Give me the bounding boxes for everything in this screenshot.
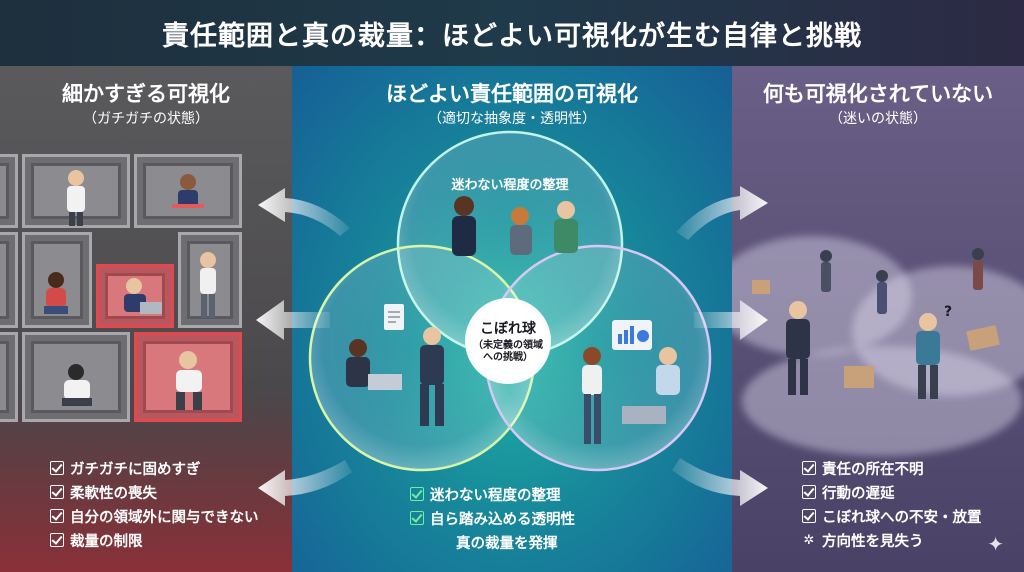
document-icon (384, 304, 404, 330)
arrow-left-icon (256, 300, 330, 340)
sparkle-icon: ✲ (803, 532, 815, 548)
core-title: こぼれ球 (480, 321, 536, 337)
right-panel-title: 何も可視化されていない (762, 82, 994, 106)
red-glow (0, 392, 292, 572)
spillover-ball-core: こぼれ球 （未定義の領域への挑戦） (465, 298, 551, 384)
distant-figure (820, 250, 832, 292)
frustrated-man (176, 351, 202, 410)
list-item: こぼれ球への不安・放置 (802, 504, 982, 528)
check-icon (50, 461, 64, 475)
list-item: 行動の遅延 (802, 480, 982, 504)
box-cell (0, 232, 18, 328)
center-panel-title: ほどよい責任範囲の可視化 (386, 82, 638, 106)
sparkle-icon: ✦ (987, 532, 1004, 556)
list-item: 柔軟性の喪失 (50, 480, 259, 504)
top-circle-label: 迷わない程度の整理 (451, 178, 569, 193)
crouching-man (62, 364, 92, 406)
laptop-person (172, 174, 204, 208)
question-mark-icon: ? (944, 304, 952, 320)
check-icon (410, 511, 424, 525)
distant-figure (972, 248, 984, 290)
thinking-man: ? (916, 304, 952, 399)
lost-workers-illustration: ? (752, 248, 1000, 399)
confused-woman (200, 252, 216, 318)
laptop-man (124, 278, 162, 314)
right-panel-no-visibility: 何も可視化されていない （迷いの状態） ? 責任の所在不明 行動の遅延 こ (732, 66, 1024, 572)
center-panel-subtitle: （適切な抽象度・透明性） (428, 111, 596, 127)
right-panel-subtitle: （迷いの状態） (829, 111, 927, 127)
chart-icon (612, 320, 652, 350)
list-item: 責任の所在不明 (802, 456, 982, 480)
scattered-boxes (752, 280, 1000, 388)
list-item: 自ら踏み込める透明性 (410, 506, 575, 530)
boxed-workers-illustration (44, 170, 216, 410)
core-subtitle: （未定義の領域への挑戦） (473, 340, 543, 363)
desk-worker (622, 347, 680, 424)
stressed-person (67, 170, 85, 226)
walking-man (420, 327, 444, 426)
box-cell (0, 154, 18, 228)
check-icon (802, 461, 816, 475)
check-icon (50, 533, 64, 547)
list-item: 裁量の制限 (50, 528, 259, 552)
page-title: 責任範囲と真の裁量：ほどよい可視化が生む自律と挑戦 (162, 20, 862, 52)
left-item-list: ガチガチに固めすぎ 柔軟性の喪失 自分の領域外に関与できない 裁量の制限 (50, 456, 259, 552)
arrow-right-icon (676, 186, 768, 240)
distant-figure (876, 270, 888, 314)
check-icon (50, 509, 64, 523)
left-panel-title: 細かすぎる可視化 (62, 82, 230, 106)
venn-diagram (308, 130, 712, 472)
right-item-list: 責任の所在不明 行動の遅延 こぼれ球への不安・放置 ✲方向性を見失う (802, 456, 982, 552)
worried-woman (44, 272, 68, 314)
center-item-list: 迷わない程度の整理 自ら踏み込める透明性 真の裁量を発揮 (410, 482, 575, 554)
left-panel-subtitle: （ガチガチの状態） (83, 111, 209, 127)
arrow-right-icon (694, 300, 768, 340)
check-icon (802, 485, 816, 499)
page-header: 責任範囲と真の裁量：ほどよい可視化が生む自律と挑戦 (0, 0, 1024, 66)
arrow-left-icon (258, 460, 352, 506)
check-icon (802, 509, 816, 523)
arrow-left-icon (258, 188, 350, 236)
box-cell (0, 332, 18, 422)
list-item: 迷わない程度の整理 (410, 482, 575, 506)
list-item: ✲方向性を見失う (803, 532, 924, 550)
center-panel-balanced: ほどよい責任範囲の可視化 （適切な抽象度・透明性） (292, 66, 732, 572)
check-icon (410, 487, 424, 501)
confused-man (786, 301, 810, 395)
left-panel-overly-detailed: 細かすぎる可視化 （ガチガチの状態） (0, 66, 292, 572)
list-item-conclusion: 真の裁量を発揮 (456, 535, 558, 552)
presenting-woman (582, 347, 602, 444)
list-item: ガチガチに固めすぎ (50, 456, 259, 480)
laptop-worker (346, 339, 402, 390)
check-icon (50, 485, 64, 499)
arrow-right-icon (672, 458, 768, 506)
list-item: 自分の領域外に関与できない (50, 504, 259, 528)
team-discussion (452, 196, 578, 256)
